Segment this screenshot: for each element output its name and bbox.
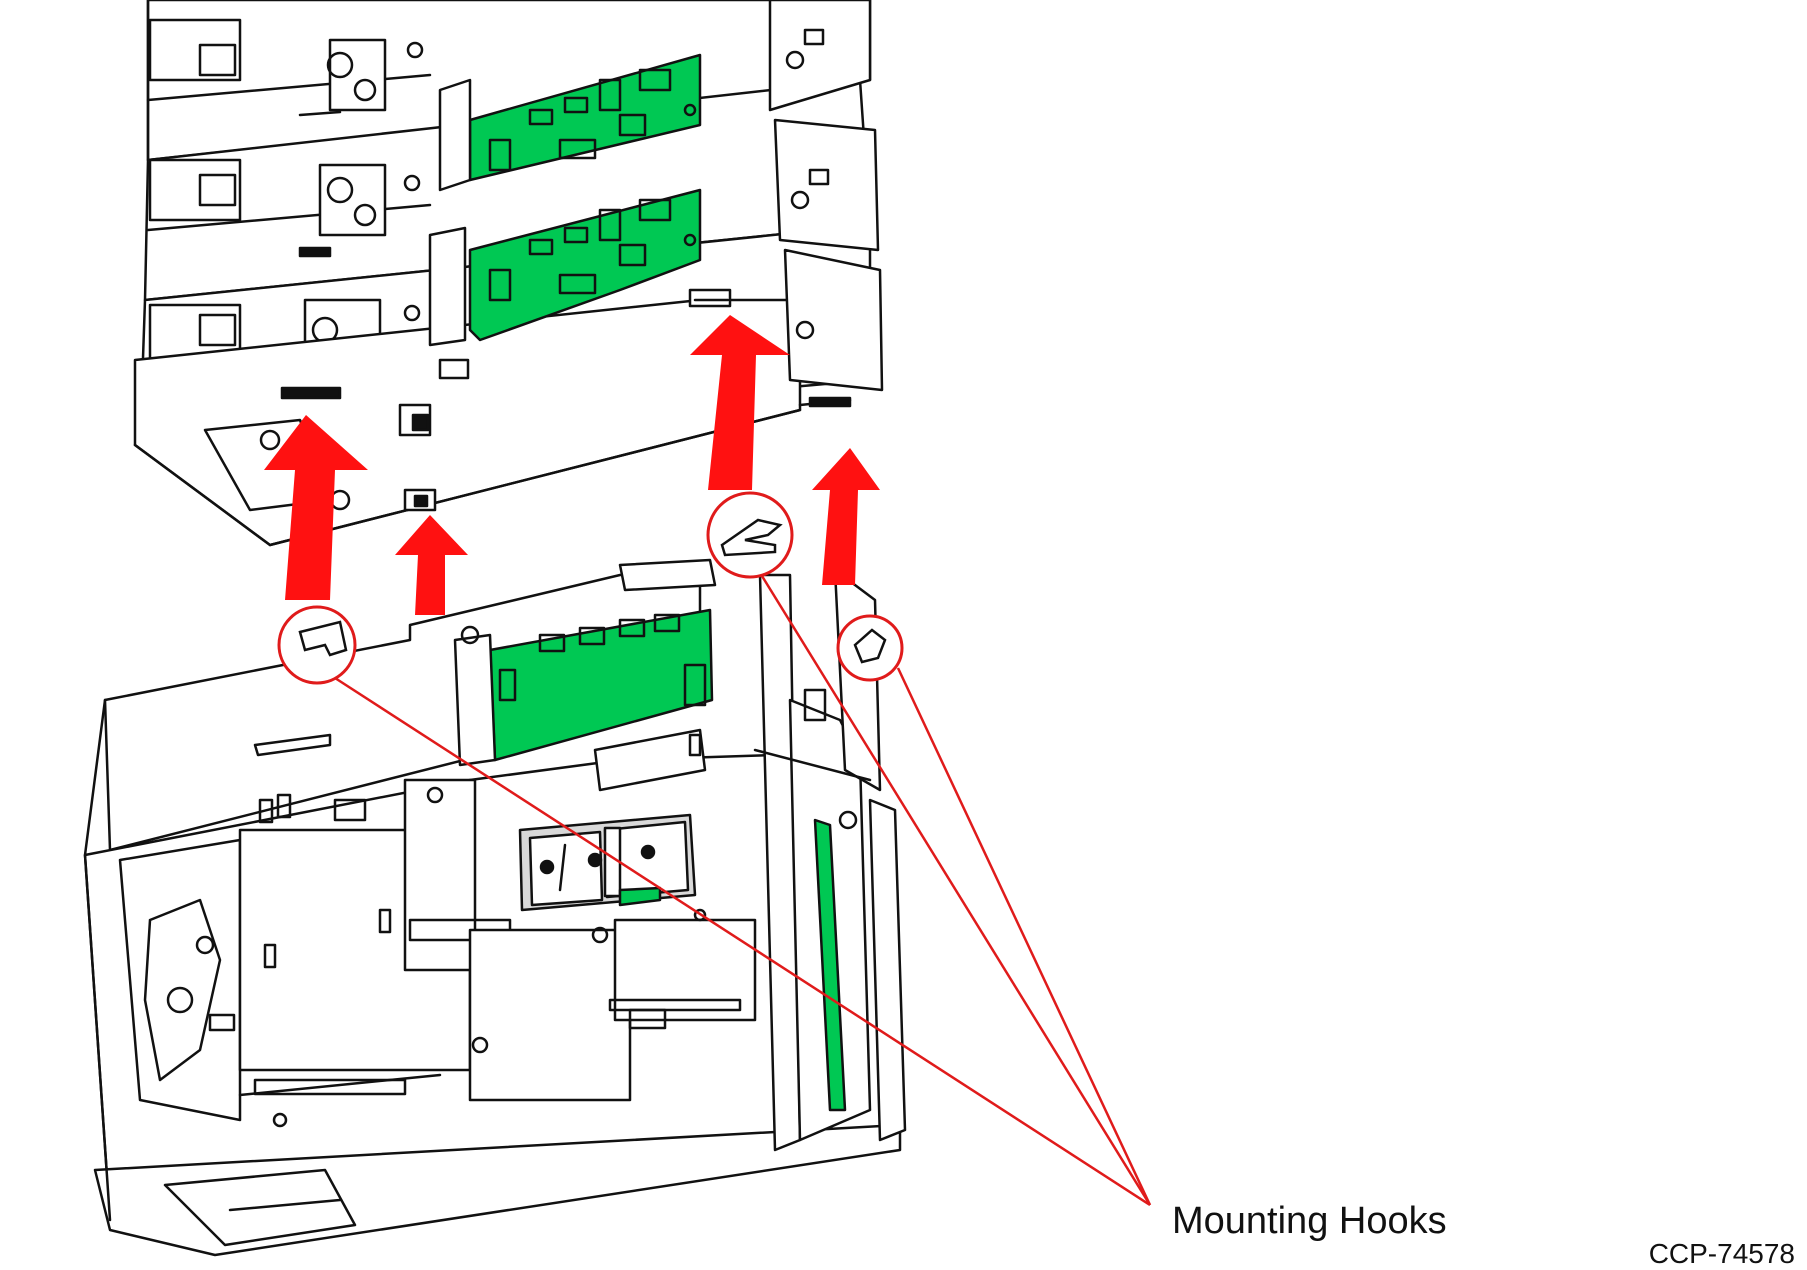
lift-arrow-3 bbox=[690, 315, 790, 490]
lift-arrow-1 bbox=[264, 415, 368, 600]
mounting-hooks-label: Mounting Hooks bbox=[1172, 1200, 1447, 1242]
upper-stack-side-panels bbox=[688, 0, 884, 392]
upper-module-1 bbox=[146, 0, 872, 162]
lift-arrow-2 bbox=[395, 515, 468, 615]
upper-module-2 bbox=[143, 78, 872, 302]
upper-module-stack bbox=[133, 0, 884, 547]
upper-circuit-board-1 bbox=[438, 53, 702, 192]
lower-base-unit bbox=[83, 558, 907, 1257]
lift-arrow-4 bbox=[812, 448, 880, 585]
leader-line-1 bbox=[334, 676, 1151, 1207]
upper-circuit-board-2 bbox=[428, 188, 702, 347]
lift-arrows bbox=[264, 315, 880, 615]
hook-callout-3 bbox=[836, 614, 904, 682]
mounting-hook-callouts bbox=[277, 491, 904, 685]
hook-callout-2 bbox=[706, 491, 794, 579]
callout-leader-lines bbox=[334, 575, 1152, 1207]
hook-callout-1 bbox=[277, 605, 357, 685]
warning-label-plate bbox=[518, 813, 697, 912]
leader-line-2 bbox=[760, 575, 1152, 1206]
leader-line-3 bbox=[896, 667, 1152, 1206]
side-green-rail bbox=[813, 818, 847, 1112]
figure-id-label: CCP-74578 bbox=[1648, 1238, 1795, 1269]
